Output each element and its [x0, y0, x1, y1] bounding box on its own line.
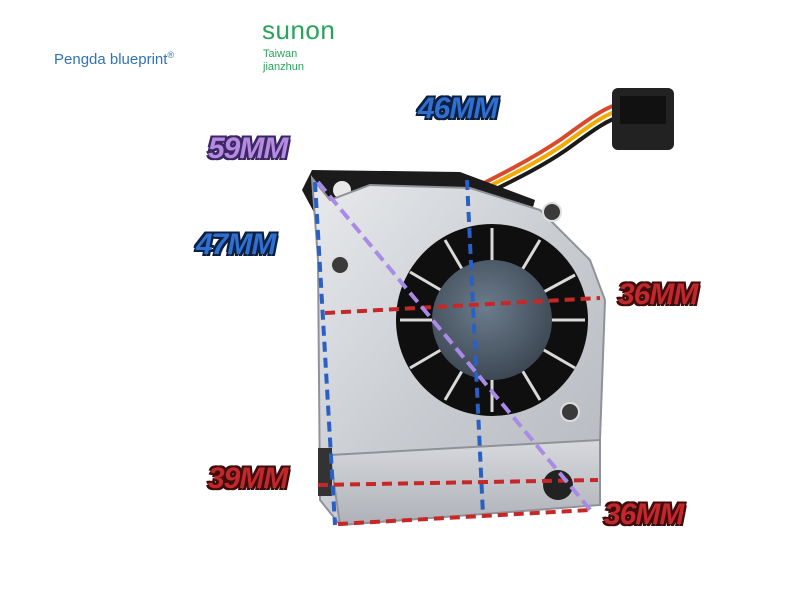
- fan-height-dimension-label: 36MM: [618, 278, 698, 311]
- bottom-depth-dimension-label: 36MM: [604, 498, 684, 531]
- top-width-dimension-label: 46MM: [418, 92, 498, 125]
- screws: [330, 202, 580, 422]
- sunon-sub-jianzhun: jianzhun: [263, 61, 304, 73]
- sunon-sub-taiwan: Taiwan: [263, 48, 298, 60]
- registered-mark: ®: [167, 50, 175, 60]
- red-dimension-lines: [317, 296, 601, 526]
- brand-text: Pengda blueprint: [54, 51, 168, 68]
- bottom-width-dimension-label: 39MM: [208, 462, 288, 495]
- height-dimension-label: 47MM: [196, 228, 276, 261]
- sunon-logo: sunon: [262, 15, 336, 45]
- fan-hub: [432, 260, 552, 380]
- brand-watermark: Pengda blueprint®: [54, 50, 174, 68]
- blue-dimension-lines: [313, 179, 485, 526]
- diagonal-dimension-label: 59MM: [208, 132, 288, 165]
